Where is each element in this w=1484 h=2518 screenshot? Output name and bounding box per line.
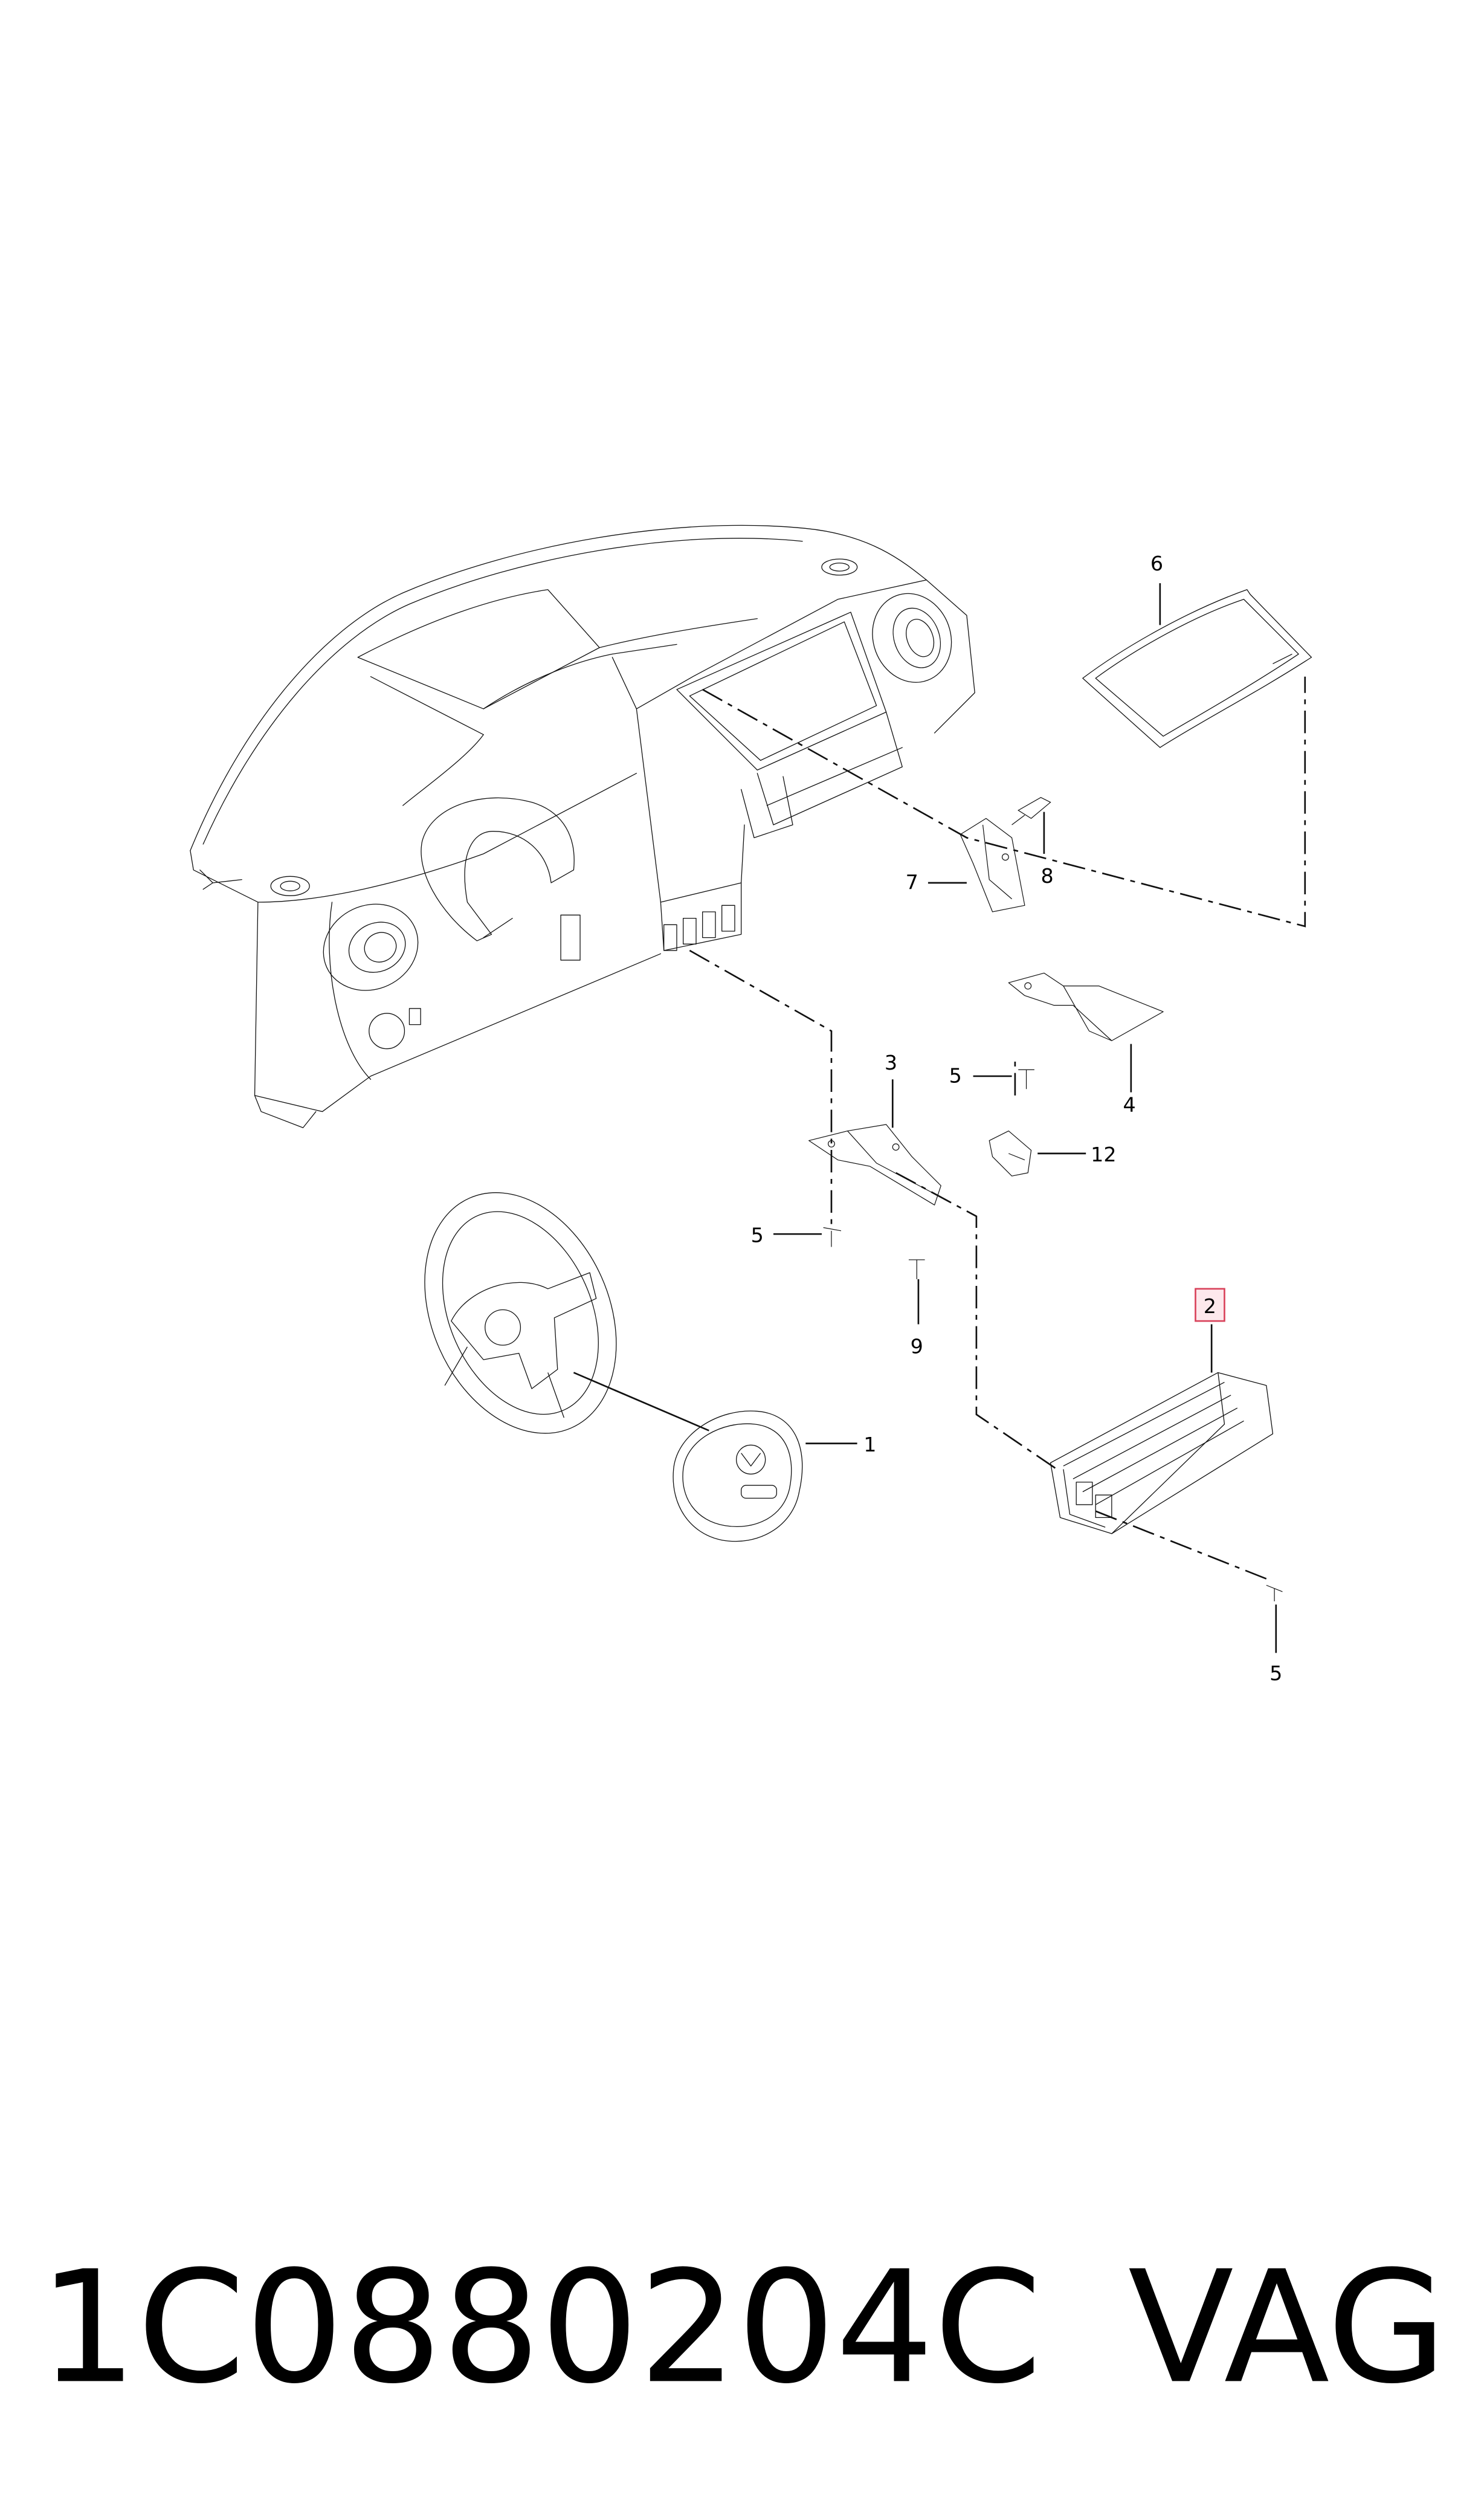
callout-9: 9 [911, 1334, 923, 1358]
part-1-driver-airbag [673, 1411, 802, 1541]
part-7-bracket [960, 818, 1025, 912]
screw-5-fastener [824, 1070, 1283, 1601]
part-1-steering-wheel [389, 1162, 653, 1464]
callout-5-lower: 5 [1269, 1662, 1282, 1685]
callout-1: 1 [863, 1433, 876, 1456]
leader-lines [689, 676, 1306, 1580]
callout-4: 4 [1123, 1093, 1136, 1117]
callout-3: 3 [885, 1051, 897, 1074]
part-2-passenger-airbag [1051, 1372, 1273, 1534]
brand-label: VAG [1128, 2238, 1447, 2418]
part-8-screw [1012, 798, 1051, 825]
callout-5-upper: 5 [949, 1064, 962, 1088]
footer: 1C0880204C VAG [39, 2238, 1447, 2418]
callout-labels: 6 8 7 3 5 4 12 5 9 2 1 5 [751, 552, 1283, 1685]
callout-leaders [573, 583, 1277, 1653]
callout-6: 6 [1150, 552, 1163, 575]
callout-8: 8 [1041, 864, 1054, 888]
callout-12: 12 [1091, 1143, 1116, 1166]
callout-5-middle: 5 [751, 1224, 764, 1247]
part-number: 1C0880204C [39, 2238, 1042, 2418]
callout-2: 2 [1204, 1294, 1216, 1318]
callout-7: 7 [906, 871, 918, 894]
part-3-bracket [809, 1125, 941, 1205]
dashboard-illustration [190, 525, 975, 1128]
callout-2-highlight-box [1195, 1288, 1225, 1322]
part-6-cover-panel [1083, 590, 1312, 747]
part-4-bracket [1008, 973, 1163, 1041]
part-12-clip [989, 1131, 1031, 1177]
